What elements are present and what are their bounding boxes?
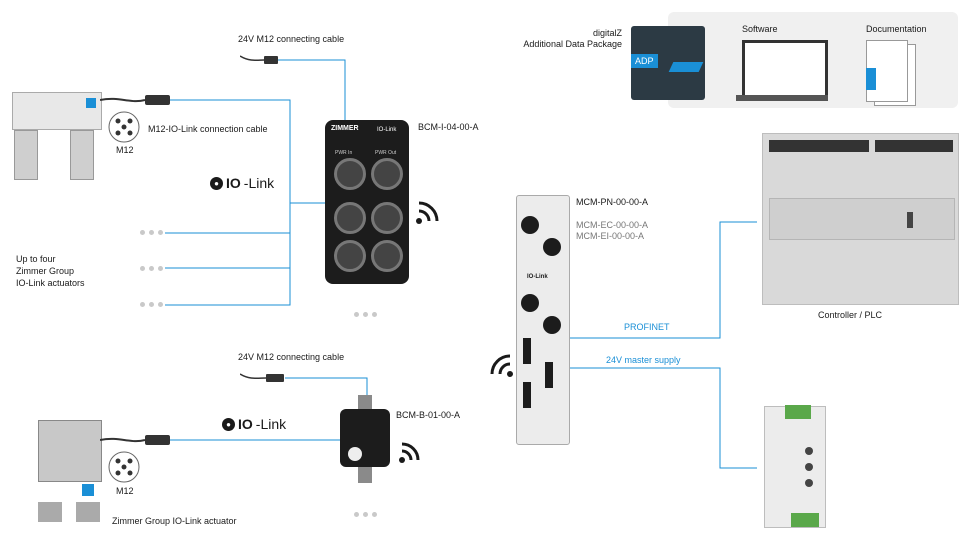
iolink-logo-bottom: ● IO-Link bbox=[222, 416, 286, 432]
plc-device bbox=[762, 133, 959, 305]
mcm-ec-label: MCM-EC-00-00-A bbox=[576, 220, 649, 230]
line-top-cable bbox=[275, 59, 346, 120]
wifi-icon bbox=[416, 201, 439, 224]
more-dots bbox=[140, 230, 163, 235]
bcm-b-label: BCM-B-01-00-A bbox=[396, 410, 461, 420]
m12-connection-label: M12-IO-Link connection cable bbox=[148, 124, 268, 134]
iolink-logo-icon: ● bbox=[210, 176, 223, 190]
m12-pin-icon bbox=[108, 451, 140, 483]
actuator-bottom-label: Zimmer Group IO-Link actuator bbox=[112, 516, 237, 526]
profinet-label: PROFINET bbox=[624, 322, 670, 332]
wifi-icon bbox=[399, 442, 420, 463]
documentation-icon bbox=[866, 40, 916, 106]
up-to-four-text: Up to four Zimmer Group IO-Link actuator… bbox=[16, 254, 85, 288]
more-dots bbox=[354, 512, 377, 517]
m12-pin-icon bbox=[108, 111, 140, 143]
more-dots bbox=[140, 302, 163, 307]
plc-label: Controller / PLC bbox=[818, 310, 883, 320]
bcm-b-device bbox=[340, 395, 390, 485]
power-supply-device bbox=[764, 405, 826, 528]
adp-image: ADP bbox=[631, 26, 705, 100]
bcm-i-label: BCM-I-04-00-A bbox=[418, 122, 479, 132]
line-supply bbox=[570, 367, 757, 469]
cable-bottom-icon bbox=[240, 373, 284, 382]
iolink-logo-top: ● IO-Link bbox=[210, 175, 274, 191]
cable-bottom-label: 24V M12 connecting cable bbox=[238, 352, 345, 362]
iolink-logo-icon: ● bbox=[222, 417, 235, 431]
laptop-icon bbox=[736, 40, 828, 102]
m12-label-bottom: M12 bbox=[116, 486, 134, 496]
line-profinet bbox=[570, 221, 757, 339]
m12-connector-icon bbox=[100, 435, 170, 445]
line-bottom-cable bbox=[285, 377, 368, 395]
cable-top-label: 24V M12 connecting cable bbox=[238, 34, 345, 44]
adp-package-label: Additional Data Package bbox=[523, 39, 622, 49]
mcm-pn-label: MCM-PN-00-00-A bbox=[576, 197, 649, 207]
mcm-module: IO-Link bbox=[516, 195, 570, 445]
digitalz-label: digitalZ bbox=[592, 28, 622, 38]
software-label: Software bbox=[742, 24, 778, 34]
bcm-i-hub: ZIMMER IO-Link PWR In PWR Out bbox=[325, 120, 409, 284]
more-dots bbox=[354, 312, 377, 317]
mcm-ei-label: MCM-EI-00-00-A bbox=[576, 231, 645, 241]
cable-top-icon bbox=[240, 55, 278, 64]
wifi-icon bbox=[490, 354, 513, 377]
documentation-label: Documentation bbox=[866, 24, 927, 34]
actuator-bottom bbox=[38, 420, 102, 522]
master-supply-label: 24V master supply bbox=[606, 355, 681, 365]
more-dots bbox=[140, 266, 163, 271]
m12-connector-icon bbox=[100, 95, 170, 105]
m12-label-top: M12 bbox=[116, 145, 134, 155]
actuator-top bbox=[12, 92, 102, 180]
adp-tag: ADP bbox=[631, 54, 658, 68]
